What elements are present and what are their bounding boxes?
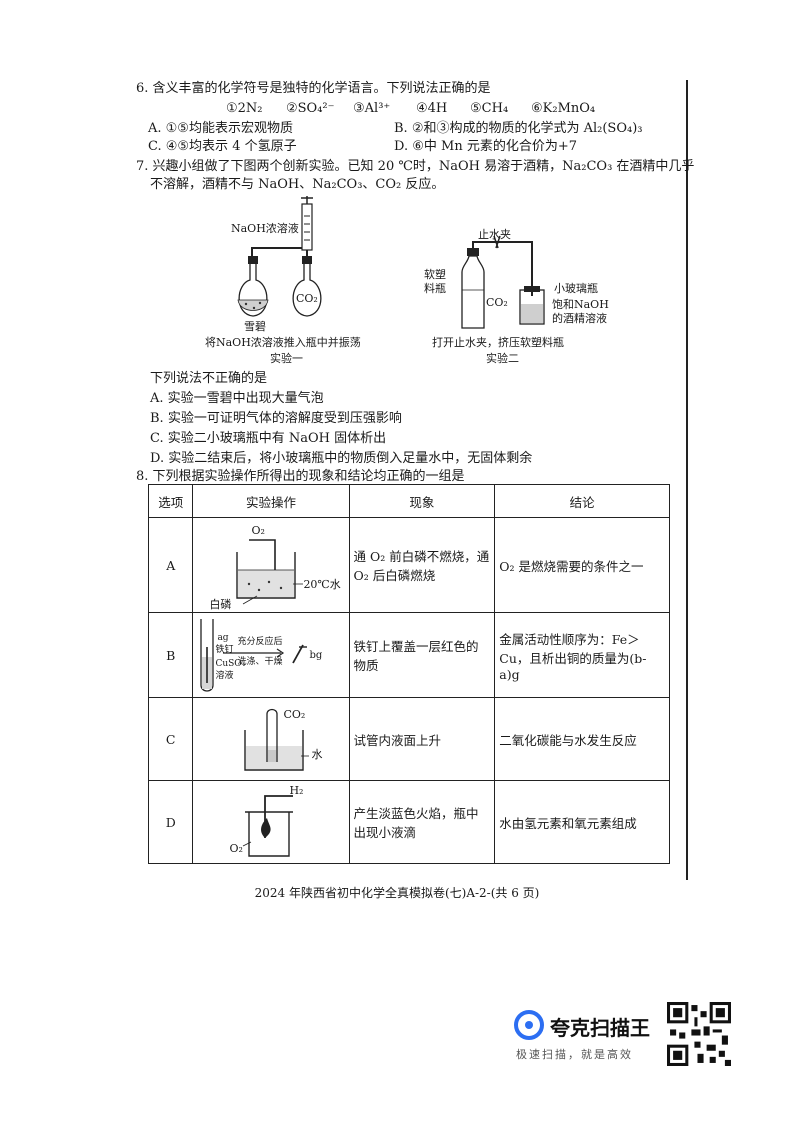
q8-row-a-option: A (147, 517, 194, 613)
q8-d-label-h2: H₂ (289, 784, 304, 797)
co2-inverted-tube-icon (244, 708, 310, 771)
exp2-label-saturated-2: 的酒精溶液 (552, 312, 607, 325)
exp2-caption: 打开止水夹，挤压软塑料瓶 (432, 336, 564, 349)
q8-row-c-operation: CO₂ 水 (192, 697, 350, 781)
scanner-watermark: 夸克扫描王 极速扫描，就是高效 (514, 1010, 664, 1070)
q8-a-label-water: 20℃水 (303, 578, 341, 591)
q8-c-label-water: 水 (311, 748, 323, 761)
exp2-label-bottle: 软塑 (424, 268, 446, 281)
q8-b-label-wash: 洗涤、干燥 (237, 657, 283, 667)
q8-a-label-o2: O₂ (251, 524, 265, 537)
q8-row-a-phenomenon: 通 O₂ 前白磷不燃烧，通 O₂ 后白磷燃烧 (348, 517, 496, 613)
q6-symbol-6: ⑥K₂MnO₄ (531, 101, 596, 116)
q8-row-d-operation: H₂ O₂ (192, 780, 350, 864)
q8-b-label-react: 充分反应后 (237, 637, 283, 647)
exp2-label-saturated-1: 饱和NaOH (552, 298, 609, 311)
exp1-title: 实验一 (270, 352, 303, 365)
q6-option-d: D. ⑥中 Mn 元素的化合价为+7 (394, 139, 577, 154)
qr-code-icon (667, 1002, 731, 1066)
q8-row-b-operation: ag 铁钉 CuSO₄ 溶液 充分反应后 洗涤、干燥 bg (192, 612, 350, 698)
table-row: A O₂ 20℃水 白磷 通 O₂ 前 (147, 517, 670, 613)
quark-scanner-logo-icon (514, 1010, 544, 1040)
q8-row-d-conclusion: 水由氢元素和氧元素组成 (494, 780, 670, 864)
table-row: D H₂ O₂ 产生淡蓝色火焰，瓶中出现小液滴 水由氢元素和氧元素组成 (147, 780, 670, 864)
q8-stem: 8. 下列根据实验操作所得出的现象和结论均正确的一组是 (136, 469, 465, 484)
q8-table: 选项 实验操作 现象 结论 A O₂ (147, 484, 670, 864)
q8-row-c-option: C (147, 697, 194, 781)
table-row: C CO₂ 水 试管内液面上升 二氧化碳能与水发生反应 (147, 697, 670, 781)
q8-b-label-ag: ag (217, 633, 229, 643)
q7-question: 下列说法不正确的是 (150, 371, 268, 386)
q8-a-label-phosphorus: 白磷 (209, 598, 232, 611)
q8-b-label-bg: bg (309, 650, 323, 661)
page-footer: 2024 年陕西省初中化学全真模拟卷(七)A-2-(共 6 页) (254, 886, 540, 900)
q8-row-c-conclusion: 二氧化碳能与水发生反应 (494, 697, 670, 781)
q6-stem: 6. 含义丰富的化学符号是独特的化学语言。下列说法正确的是 (136, 81, 491, 96)
right-margin-rule (686, 80, 688, 880)
q6-option-c: C. ④⑤均表示 4 个氢原子 (148, 139, 297, 154)
q6-symbol-3: ③Al³⁺ (353, 101, 391, 116)
experiment-two-figure (461, 235, 545, 329)
q7-option-d: D. 实验二结束后，将小玻璃瓶中的物质倒入足量水中，无固体剩余 (150, 451, 533, 466)
q7-option-b: B. 实验一可证明气体的溶解度受到压强影响 (150, 411, 402, 426)
exp2-title: 实验二 (486, 352, 519, 365)
q8-b-label-nail: 铁钉 (215, 645, 234, 655)
q8-row-a-conclusion: O₂ 是燃烧需要的条件之一 (494, 517, 670, 613)
exp1-caption: 将NaOH浓溶液推入瓶中并振荡 (205, 336, 361, 349)
exp1-label-sprite: 雪碧 (244, 320, 266, 333)
exp1-label-naoh: NaOH浓溶液 (231, 222, 299, 235)
q8-header-conclusion: 结论 (494, 484, 670, 518)
experiment-one-figure (237, 196, 322, 317)
q8-row-c-phenomenon: 试管内液面上升 (348, 697, 496, 781)
q8-header-option: 选项 (147, 484, 194, 518)
exp1-label-co2: CO₂ (296, 292, 318, 305)
q6-option-a: A. ①⑤均能表示宏观物质 (148, 121, 293, 136)
q6-symbol-1: ①2N₂ (226, 101, 263, 116)
q8-row-b-phenomenon: 铁钉上覆盖一层红色的物质 (348, 612, 496, 698)
white-phosphorus-beaker-icon (236, 539, 304, 605)
exp2-label-small-bottle: 小玻璃瓶 (554, 282, 598, 295)
q7-option-a: A. 实验一雪碧中出现大量气泡 (150, 391, 324, 406)
q6-option-b: B. ②和③构成的物质的化学式为 Al₂(SO₄)₃ (394, 121, 643, 136)
q8-header-phenomenon: 现象 (348, 484, 496, 518)
q8-row-b-option: B (147, 612, 194, 698)
scanner-title: 夸克扫描王 (550, 1016, 650, 1040)
q8-b-label-solution: 溶液 (215, 671, 234, 681)
q8-d-label-o2: O₂ (229, 842, 243, 855)
exp2-label-co2: CO₂ (486, 296, 508, 309)
q8-table-header-row: 选项 实验操作 现象 结论 (147, 484, 670, 518)
q8-row-b-conclusion: 金属活动性顺序为：Fe＞Cu，且析出铜的质量为(b-a)g (494, 612, 670, 698)
q8-row-a-operation: O₂ 20℃水 白磷 (192, 517, 350, 613)
q6-symbol-5: ⑤CH₄ (470, 101, 509, 116)
q8-row-d-phenomenon: 产生淡蓝色火焰，瓶中出现小液滴 (348, 780, 496, 864)
q8-header-operation: 实验操作 (192, 484, 350, 518)
exp2-label-bottle-2: 料瓶 (424, 282, 446, 295)
q7-stem-line1: 7. 兴趣小组做了下图两个创新实验。已知 20 ℃时，NaOH 易溶于酒精，Na… (136, 159, 695, 174)
q8-b-label-cuso4: CuSO₄ (215, 659, 246, 669)
q6-symbol-2: ②SO₄²⁻ (286, 101, 335, 116)
q7-stem-line2: 不溶解，酒精不与 NaOH、Na₂CO₃、CO₂ 反应。 (150, 177, 445, 192)
q8-c-label-co2: CO₂ (283, 708, 306, 721)
hydrogen-flame-bottle-icon (243, 795, 294, 857)
exp2-label-clamp: 止水夹 (478, 228, 511, 241)
q8-row-d-option: D (147, 780, 194, 864)
q7-option-c: C. 实验二小玻璃瓶中有 NaOH 固体析出 (150, 431, 387, 446)
q6-symbol-4: ④4H (416, 101, 448, 116)
scanner-slogan: 极速扫描，就是高效 (516, 1048, 633, 1061)
table-row: B ag 铁钉 CuSO₄ 溶液 充分反应 (147, 612, 670, 698)
iron-nail-test-tube-icon (200, 619, 308, 692)
